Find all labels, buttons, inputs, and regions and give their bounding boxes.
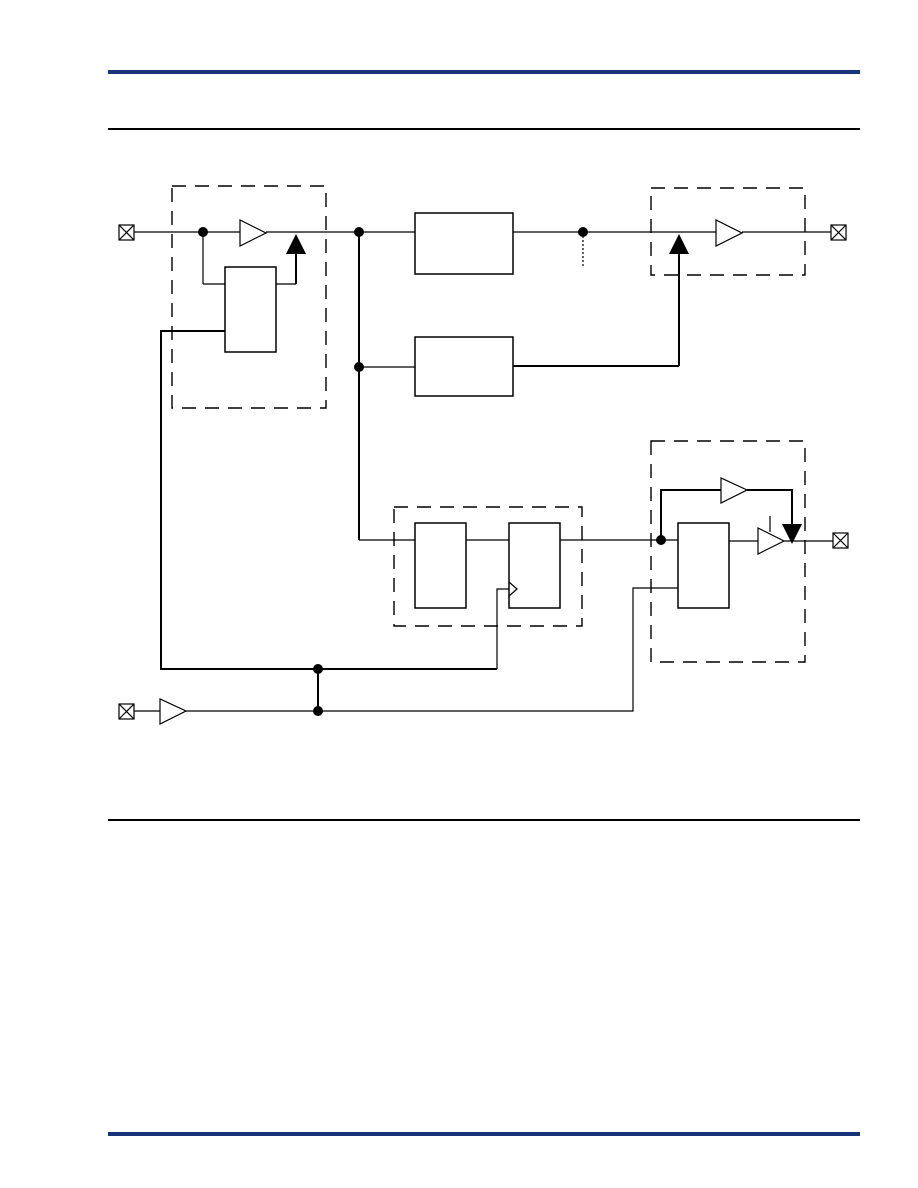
top-input-wires (134, 231, 415, 285)
register-group (393, 506, 583, 627)
core-block-top (414, 212, 514, 275)
pad-icon-out-top (830, 224, 847, 241)
junction-dot (354, 227, 364, 237)
buffer-icon-output-bottom (757, 527, 786, 555)
junction-dot (313, 664, 323, 674)
register-block-right (508, 522, 561, 609)
junction-dot (578, 227, 588, 237)
pad-icon-out-bottom (832, 532, 849, 549)
bypass-arrow (747, 489, 802, 544)
footer-rule (108, 1132, 860, 1136)
register-block-left (414, 522, 467, 609)
control-loop-wire (160, 330, 497, 670)
output-cell-group (650, 440, 806, 663)
core-block-middle (414, 336, 514, 397)
buffer-icon-input (239, 219, 268, 247)
input-cell-group (171, 185, 327, 409)
clock-to-output-wire (186, 587, 678, 712)
input-control-block (224, 266, 277, 353)
pad-icon-in-bottom (118, 703, 135, 720)
section-rule-bottom (108, 819, 860, 821)
section-rule-top (108, 128, 860, 130)
buffer-icon-bypass (720, 477, 749, 504)
junction-dot (198, 227, 208, 237)
output-control-block (677, 522, 730, 609)
clock-icon (508, 581, 518, 597)
pad-icon-in-top (118, 224, 135, 241)
buffer-icon-clock (159, 698, 188, 725)
bypass-wire (660, 489, 721, 540)
clock-feed-wire (496, 588, 509, 669)
header-rule (108, 70, 860, 74)
buffer-icon-output-top (715, 219, 744, 247)
